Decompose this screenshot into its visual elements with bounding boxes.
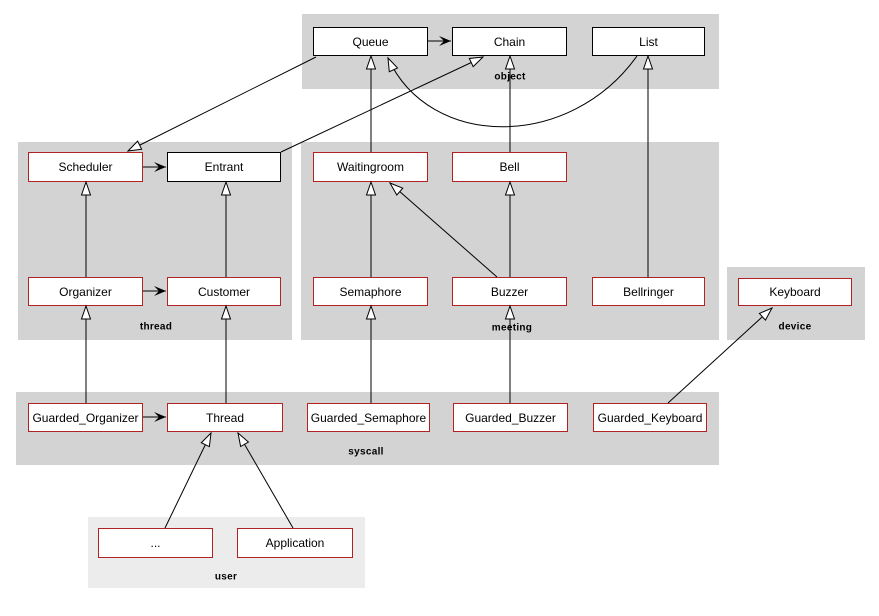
class-box-guarded_buzzer[interactable]: Guarded_Buzzer — [453, 403, 568, 432]
class-label: Semaphore — [339, 284, 402, 299]
class-label: Thread — [205, 410, 245, 425]
package-label-object: object — [494, 71, 526, 83]
class-label: Entrant — [204, 160, 244, 174]
class-label: Bell — [499, 160, 520, 174]
class-label: Guarded_Organizer — [32, 410, 139, 425]
class-label: Organizer — [59, 284, 112, 299]
class-box-semaphore[interactable]: Semaphore — [313, 277, 428, 306]
class-label: Queue — [352, 34, 389, 49]
package-label-syscall: syscall — [348, 446, 384, 458]
class-box-list[interactable]: List — [592, 27, 705, 56]
package-label-user: user — [214, 571, 238, 583]
package-label-thread: thread — [139, 321, 173, 333]
class-box-queue[interactable]: Queue — [313, 27, 428, 56]
class-label: List — [639, 34, 658, 49]
class-box-waitingroom[interactable]: Waitingroom — [313, 152, 428, 182]
class-label: Waitingroom — [337, 160, 404, 174]
class-box-customer[interactable]: Customer — [167, 277, 281, 306]
package-label-device: device — [778, 321, 812, 333]
class-box-guarded_semaphore[interactable]: Guarded_Semaphore — [307, 403, 430, 432]
class-box-keyboard[interactable]: Keyboard — [738, 278, 852, 306]
class-box-chain[interactable]: Chain — [452, 27, 567, 56]
class-box-guarded_organizer[interactable]: Guarded_Organizer — [28, 403, 143, 432]
arrow-queue-to-scheduler — [127, 56, 317, 152]
class-box-bellringer[interactable]: Bellringer — [592, 277, 705, 306]
class-box-organizer[interactable]: Organizer — [28, 277, 143, 306]
class-label: Guarded_Keyboard — [597, 410, 703, 425]
class-label: Bellringer — [623, 284, 674, 299]
class-label: Guarded_Semaphore — [310, 410, 427, 425]
class-label: Keyboard — [769, 285, 821, 299]
class-box-entrant[interactable]: Entrant — [167, 152, 281, 182]
class-label: Guarded_Buzzer — [465, 410, 556, 425]
class-label: Scheduler — [58, 160, 113, 174]
class-label: Buzzer — [490, 284, 529, 299]
class-label: Application — [265, 536, 325, 550]
class-label: ... — [150, 536, 161, 550]
class-box-ellipsis[interactable]: ... — [98, 528, 213, 558]
class-box-bell[interactable]: Bell — [452, 152, 567, 182]
class-box-guarded_keyboard[interactable]: Guarded_Keyboard — [593, 403, 707, 432]
class-box-application[interactable]: Application — [237, 528, 353, 558]
class-box-scheduler[interactable]: Scheduler — [28, 152, 143, 182]
package-label-meeting: meeting — [491, 322, 533, 334]
class-box-buzzer[interactable]: Buzzer — [452, 277, 567, 306]
class-label: Customer — [197, 284, 250, 299]
class-label: Chain — [493, 34, 526, 49]
class-box-thread[interactable]: Thread — [167, 403, 283, 432]
